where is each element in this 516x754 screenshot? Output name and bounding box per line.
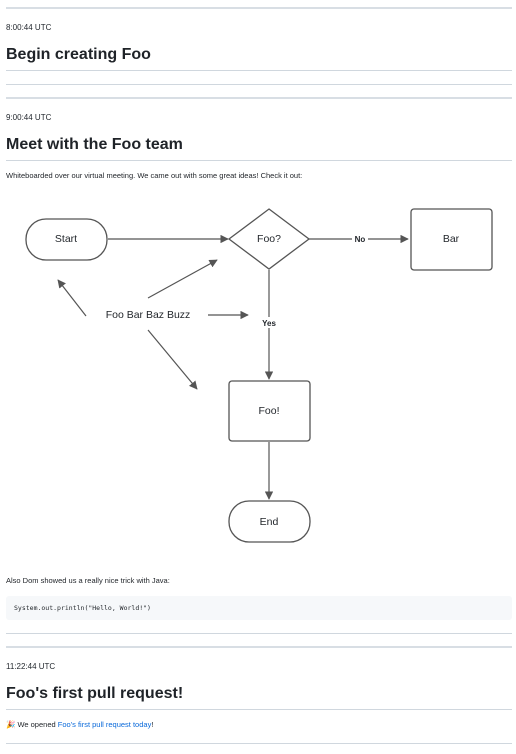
title-underline [6, 70, 512, 71]
start-node [25, 218, 108, 261]
code-block: System.out.println("Hello, World!") [6, 596, 512, 620]
entry-timestamp: 8:00:44 UTC [6, 23, 52, 32]
entry-separator-top [6, 97, 512, 99]
entry-intro-text: Whiteboarded over our virtual meeting. W… [6, 171, 303, 180]
entry-separator-top [6, 646, 512, 648]
pull-request-link[interactable]: Foo's first pull request today [57, 720, 152, 729]
start-label: Start [55, 233, 77, 245]
entry-text-after: ! [151, 720, 154, 729]
decision-node [227, 208, 311, 270]
bar-node [410, 208, 493, 271]
title-underline [6, 709, 512, 710]
entry-title: Meet with the Foo team [6, 136, 183, 153]
entry-timestamp: 11:22:44 UTC [6, 662, 56, 671]
title-underline [6, 160, 512, 161]
entry-text-before: We opened [17, 720, 56, 729]
arrow-buzz-to-foo [147, 329, 198, 390]
arrow-buzz-to-decision [147, 259, 218, 299]
entry-timestamp: 9:00:44 UTC [6, 113, 52, 122]
entry-outro-text: Also Dom showed us a really nice trick w… [6, 576, 170, 585]
end-node [228, 500, 311, 543]
entry-title: Begin creating Foo [6, 46, 151, 63]
end-label: End [260, 516, 279, 528]
yes-label: Yes [262, 319, 276, 328]
entry-text: 🎉 We opened Foo's first pull request tod… [6, 720, 153, 729]
no-label: No [355, 235, 366, 244]
party-popper-icon: 🎉 [6, 720, 16, 729]
entry-separator [6, 743, 512, 744]
decision-label: Foo? [257, 233, 281, 245]
buzz-label: Foo Bar Baz Buzz [106, 309, 191, 321]
bar-label: Bar [443, 233, 460, 245]
entry-separator [6, 633, 512, 634]
foo-node [228, 380, 311, 442]
entry-separator-top [6, 7, 512, 9]
arrow-buzz-to-start [57, 279, 87, 317]
entry-title: Foo's first pull request! [6, 685, 184, 702]
code-line: System.out.println("Hello, World!") [14, 604, 151, 612]
entry-separator [6, 84, 512, 85]
foo-label: Foo! [258, 405, 279, 417]
